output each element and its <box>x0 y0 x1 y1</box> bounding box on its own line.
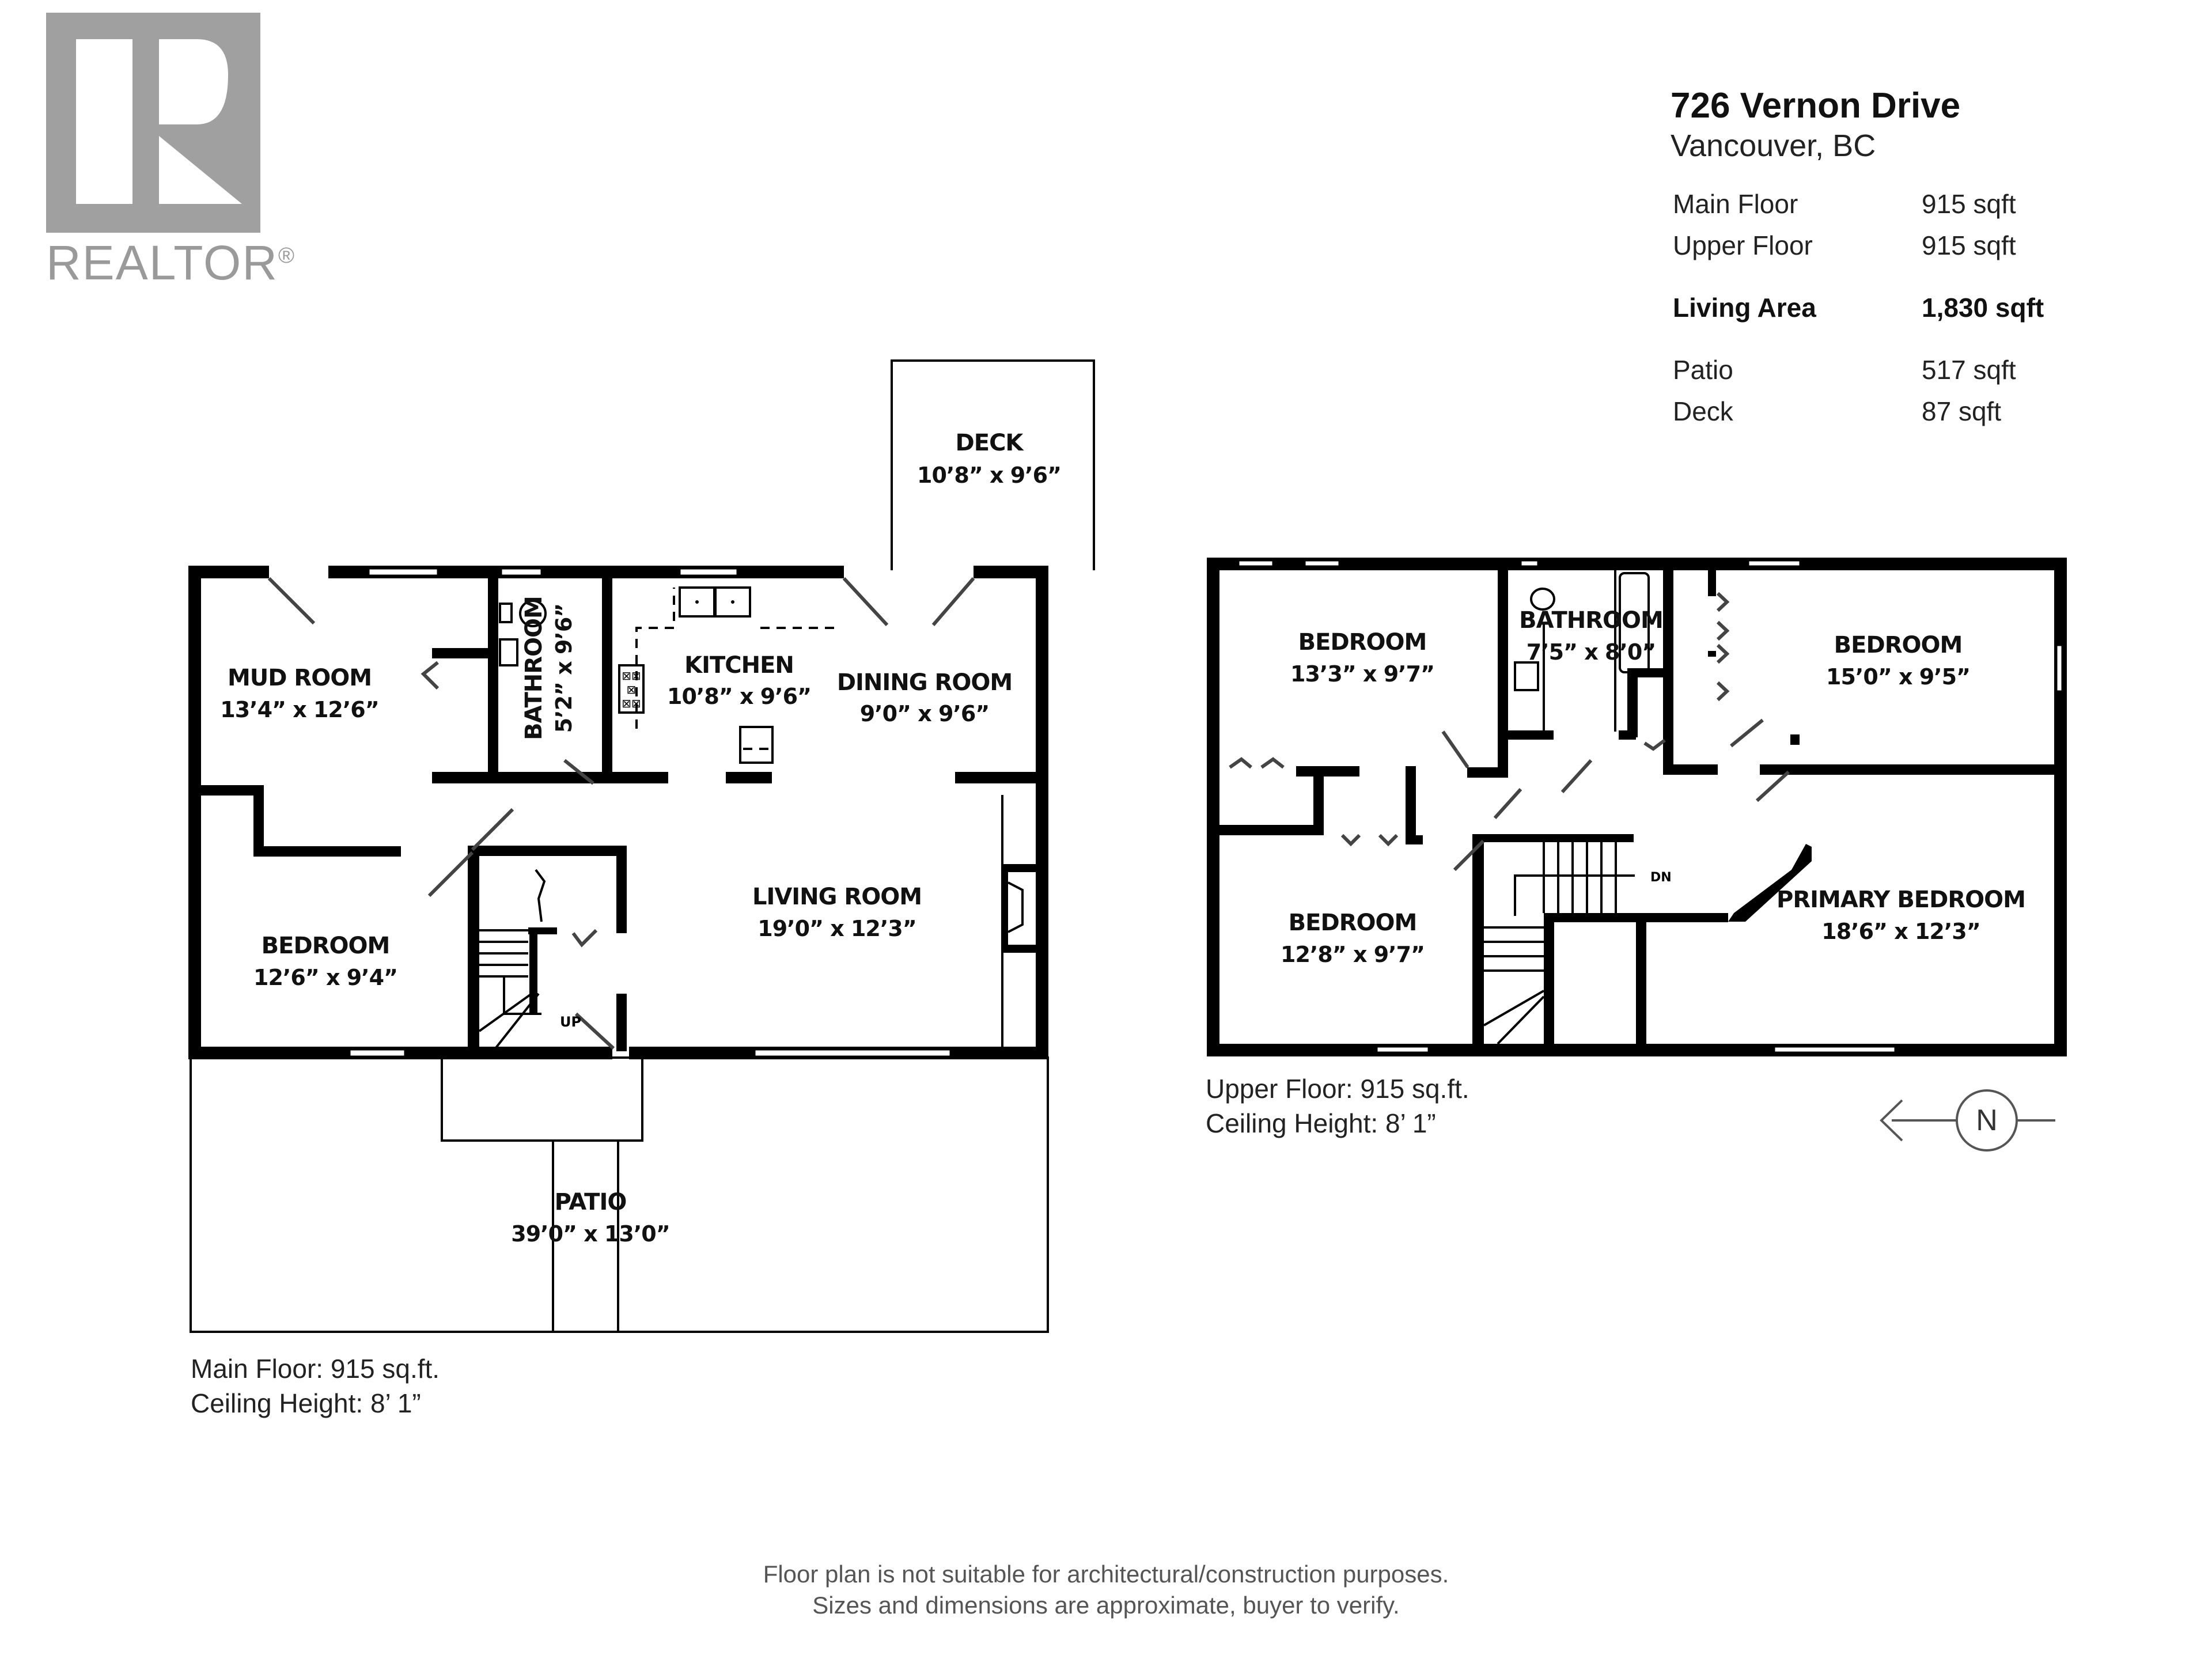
main-floor-caption: Main Floor: 915 sq.ft. Ceiling Height: 8… <box>191 1351 440 1421</box>
upper-stairs: DN <box>1483 842 1672 1045</box>
upper-bedroom-1-dims: 13’3” x 9’7” <box>1290 661 1434 687</box>
summary-label: Main Floor <box>1673 189 1798 219</box>
disclaimer-line-1: Floor plan is not suitable for architect… <box>763 1560 1449 1588</box>
deck-dims: 10’8” x 9’6” <box>917 463 1061 488</box>
svg-text:⊠⊠: ⊠⊠ <box>622 698 641 710</box>
main-bathroom-dims: 5’2” x 9’6” <box>551 604 577 733</box>
toilet-icon <box>1530 588 1555 611</box>
upper-bedroom-2-dims: 15’0” x 9’5” <box>1826 664 1970 690</box>
north-arrow-icon: N <box>1880 1089 2055 1152</box>
upper-bedroom-3-label: BEDROOM <box>1289 910 1417 936</box>
deck-outline <box>891 359 1095 570</box>
upper-floor-doors <box>1229 592 1790 872</box>
patio-label: PATIO <box>555 1189 627 1215</box>
living-room-label: LIVING ROOM <box>752 884 922 910</box>
upper-bath-fixtures <box>1514 570 1650 732</box>
main-floor-plan: ⊠⊠ ⊠ ⊠⊠ MUD ROOM 13’4” x 12’6” <box>188 359 1095 1333</box>
upper-floor-walls <box>1207 558 2067 1056</box>
property-address: 726 Vernon Drive <box>1671 86 1961 126</box>
main-stairs <box>478 869 546 1050</box>
patio-dims: 39’0” x 13’0” <box>511 1221 669 1247</box>
realtor-logo: REALTOR® <box>46 13 294 287</box>
mud-room-label: MUD ROOM <box>228 665 372 691</box>
main-bedroom-dims: 12’6” x 9’4” <box>253 965 397 990</box>
upper-room-labels: BEDROOM 13’3” x 9’7” BATHROOM 7’5” x 8’0… <box>1281 607 2026 967</box>
upper-floor-plan: DN BEDROOM 13’3” x 9’7” BATHROOM 7’5” x … <box>1207 558 2067 1056</box>
summary-row-deck: Deck 87 sqft <box>1671 391 2131 432</box>
svg-text:⊠: ⊠ <box>627 684 637 696</box>
property-summary: 726 Vernon Drive Vancouver, BC Main Floo… <box>1671 86 2131 432</box>
upper-bathroom-label: BATHROOM <box>1519 607 1663 634</box>
summary-row-living-area: Living Area 1,830 sqft <box>1671 287 2131 328</box>
summary-row-upper-floor: Upper Floor 915 sqft <box>1671 225 2131 266</box>
upper-bathroom-dims: 7’5” x 8’0” <box>1527 639 1656 665</box>
upper-floor-caption: Upper Floor: 915 sq.ft. Ceiling Height: … <box>1206 1071 1469 1141</box>
dining-room-dims: 9’0” x 9’6” <box>860 701 990 726</box>
upper-floor-area: Upper Floor: 915 sq.ft. <box>1206 1074 1469 1104</box>
stair-down-label: DN <box>1650 870 1672 885</box>
svg-text:⊠⊠: ⊠⊠ <box>622 670 641 683</box>
living-room-dims: 19’0” x 12’3” <box>757 916 916 941</box>
disclaimer-line-2: Sizes and dimensions are approximate, bu… <box>812 1592 1400 1619</box>
summary-value: 517 sqft <box>1922 355 2016 385</box>
summary-value: 1,830 sqft <box>1922 293 2044 323</box>
main-floor-windows <box>349 567 952 1058</box>
stair-up-label: UP <box>560 1014 581 1030</box>
primary-bedroom-dims: 18’6” x 12’3” <box>1821 919 1980 944</box>
dining-room-label: DINING ROOM <box>837 669 1012 696</box>
bath-sink-icon <box>499 638 518 666</box>
upper-bedroom-1-label: BEDROOM <box>1298 629 1427 656</box>
main-room-labels: MUD ROOM 13’4” x 12’6” BATHROOM 5’2” x 9… <box>220 430 1062 1247</box>
summary-value: 87 sqft <box>1922 396 2002 427</box>
disclaimer: Floor plan is not suitable for architect… <box>0 1559 2212 1621</box>
realtor-wordmark: REALTOR® <box>46 236 296 290</box>
primary-bedroom-label: PRIMARY BEDROOM <box>1777 887 2025 913</box>
summary-label: Patio <box>1673 355 1733 385</box>
bathtub-icon <box>1619 572 1650 673</box>
kitchen-fixtures: ⊠⊠ ⊠ ⊠⊠ <box>618 586 835 764</box>
kitchen-label: KITCHEN <box>684 652 794 679</box>
north-label: N <box>1976 1104 1998 1137</box>
toilet-icon <box>519 600 547 627</box>
summary-value: 915 sqft <box>1922 189 2016 219</box>
summary-row-patio: Patio 517 sqft <box>1671 349 2131 391</box>
bath-sink-icon <box>1514 661 1539 691</box>
main-bedroom-label: BEDROOM <box>262 933 390 959</box>
summary-label: Living Area <box>1673 293 1816 323</box>
stove-icon <box>618 664 645 714</box>
upper-floor-ceiling: Ceiling Height: 8’ 1” <box>1206 1108 1436 1138</box>
main-floor-area: Main Floor: 915 sq.ft. <box>191 1354 440 1384</box>
deck-label: DECK <box>956 430 1025 456</box>
summary-row-main-floor: Main Floor 915 sqft <box>1671 183 2131 225</box>
upper-floor-windows <box>1237 559 2063 1054</box>
island-icon <box>739 726 774 764</box>
main-bath-fixtures <box>499 600 547 666</box>
main-bathroom-label: BATHROOM <box>521 596 547 740</box>
realtor-r-icon <box>46 13 260 233</box>
upper-bedroom-2-label: BEDROOM <box>1834 632 1963 658</box>
main-floor-ceiling: Ceiling Height: 8’ 1” <box>191 1388 421 1418</box>
main-floor-doors <box>267 577 975 1050</box>
patio-outline <box>190 1056 1049 1333</box>
summary-value: 915 sqft <box>1922 230 2016 261</box>
upper-bedroom-3-dims: 12’8” x 9’7” <box>1281 942 1425 967</box>
kitchen-dims: 10’8” x 9’6” <box>667 684 811 709</box>
mud-room-dims: 13’4” x 12’6” <box>220 697 378 722</box>
summary-label: Upper Floor <box>1673 230 1813 261</box>
property-city: Vancouver, BC <box>1671 128 1876 164</box>
summary-label: Deck <box>1673 396 1733 427</box>
